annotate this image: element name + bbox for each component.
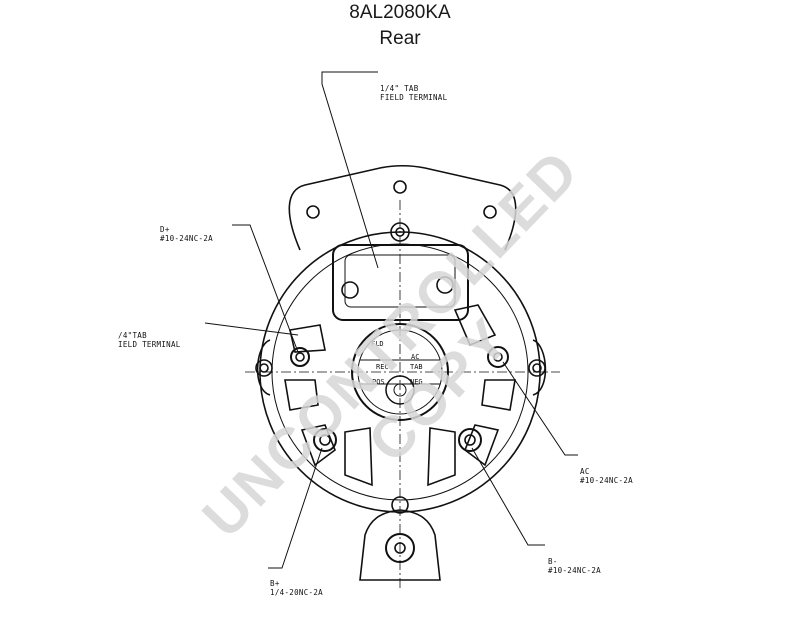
mount-hole — [391, 496, 409, 514]
vent-slot — [464, 424, 500, 467]
mount-hole — [255, 359, 273, 377]
label-bminus: B-#10-24NC-2A — [548, 557, 601, 575]
vent-slot — [289, 324, 326, 353]
label-bplus: B+1/4-20NC-2A — [270, 579, 323, 597]
leader-bplus — [268, 447, 323, 569]
label-ac: AC#10-24NC-2A — [580, 467, 633, 485]
model-number: 8AL2080KA — [349, 2, 451, 23]
hub-tab: TAB — [410, 363, 423, 371]
center-hub — [351, 323, 449, 421]
terminal-bminus — [458, 428, 482, 452]
hub-neg: NEG — [410, 378, 423, 386]
mount-hole — [390, 222, 410, 242]
view-label: Rear — [379, 28, 421, 49]
mounting-ear-left — [256, 339, 271, 396]
mount-hole — [306, 205, 320, 219]
mount-hole — [395, 227, 405, 237]
mount-hole — [393, 180, 407, 194]
mounting-ear-top — [288, 164, 517, 251]
hub-pos: POS — [372, 378, 385, 386]
vent-slot — [344, 427, 373, 487]
regulator-housing — [332, 244, 469, 321]
terminal-dplus — [290, 347, 310, 367]
leader-bminus — [471, 447, 545, 546]
mount-hole — [532, 363, 542, 373]
hub-ac: AC — [411, 353, 419, 361]
mount-hole — [385, 533, 415, 563]
vent-slot — [300, 424, 336, 467]
terminal-ac — [487, 346, 509, 368]
mount-hole — [528, 359, 546, 377]
mounting-ear-bottom — [359, 509, 441, 581]
vent-slot — [284, 379, 319, 411]
hub-rec: REC — [376, 363, 389, 371]
leader-dplus — [232, 224, 299, 353]
label-dplus: D+#10-24NC-2A — [160, 225, 213, 243]
leader-field-top — [321, 71, 379, 269]
leader-field-left — [204, 322, 299, 336]
mount-hole — [394, 542, 406, 554]
vent-slot — [481, 379, 516, 411]
terminal-bplus — [313, 428, 337, 452]
mount-hole — [259, 363, 269, 373]
vent-slot — [427, 427, 456, 487]
vent-slot — [453, 304, 497, 347]
alternator-rear-diagram: FLD AC TAB REC POS NEG — [204, 71, 578, 590]
mount-hole — [483, 205, 497, 219]
hub-fld: FLD — [371, 340, 384, 348]
leader-ac — [502, 361, 578, 456]
